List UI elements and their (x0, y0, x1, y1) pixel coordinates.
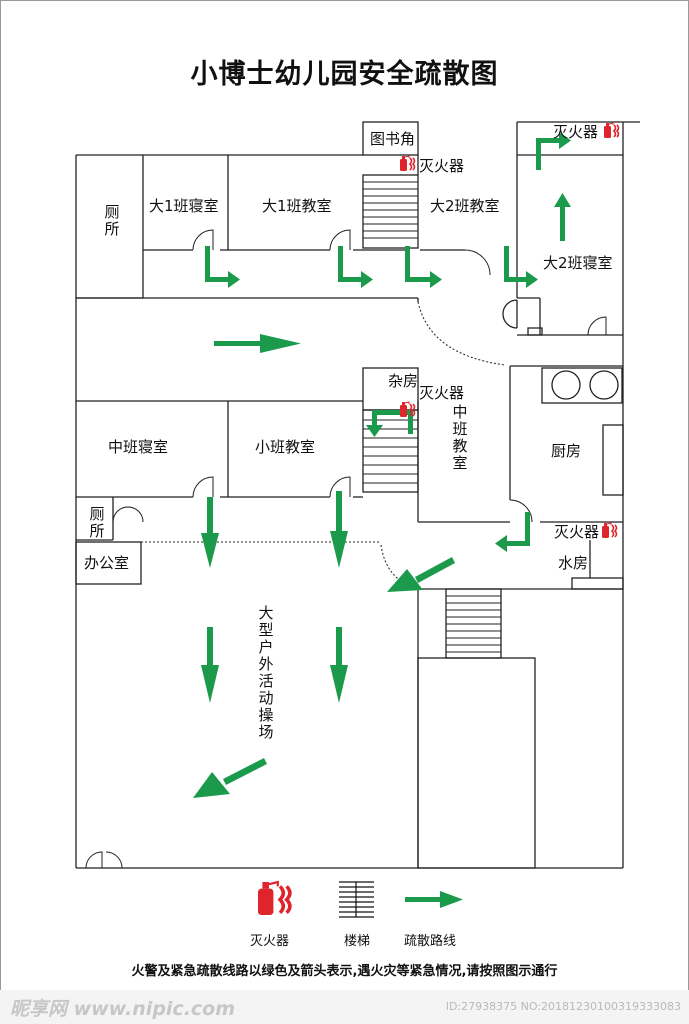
route-arrow (338, 246, 373, 288)
extinguisher-label: 灭火器 (419, 384, 465, 402)
route-arrow (536, 132, 571, 170)
route-arrow (201, 497, 219, 568)
room-label-office: 办公室 (84, 554, 130, 572)
legend-extinguisher-icon (256, 880, 292, 917)
room-label-playground: 大型户外活动操场 (258, 604, 274, 741)
notice-text: 火警及紧急疏散线路以绿色及箭头表示,遇火灾等紧急情况,请按照图示通行 (131, 964, 558, 979)
route-arrow (554, 193, 571, 241)
route-arrow (330, 627, 348, 703)
legend-label-route: 疏散路线 (404, 934, 457, 949)
route-arrow (330, 491, 348, 568)
route-arrow (193, 758, 267, 798)
room-label-small-classroom: 小班教室 (255, 438, 316, 456)
watermark-bar: 昵享网 www.nipic.com ID:27938375 NO:2018123… (0, 990, 689, 1024)
legend-label-extinguisher: 灭火器 (250, 934, 290, 949)
room-label-kitchen: 厨房 (551, 442, 582, 460)
legend-label-stairs: 楼梯 (344, 934, 371, 949)
room-label-library: 图书角 (370, 130, 416, 148)
route-arrow (504, 246, 538, 288)
extinguisher-label: 灭火器 (419, 157, 465, 175)
room-label-storage: 杂房 (388, 372, 419, 390)
route-arrow (214, 334, 301, 353)
room-label-water-room: 水房 (558, 554, 589, 572)
route-arrow (405, 246, 442, 288)
route-arrow (387, 557, 455, 592)
extinguisher-label: 灭火器 (554, 523, 600, 541)
fire-extinguisher-icon (603, 122, 620, 139)
legend-route-arrow-icon (405, 891, 463, 908)
room-label-big1-classroom: 大1班教室 (262, 197, 332, 215)
page-title: 小博士幼儿园安全疏散图 (190, 59, 499, 90)
watermark-id: ID:27938375 NO:20181230100319333083 (445, 1000, 681, 1013)
room-label-middle-classroom: 中班教室 (452, 403, 468, 472)
fire-extinguisher-icon (601, 522, 618, 539)
fire-extinguisher-icon (399, 155, 416, 172)
room-label-big2-classroom: 大2班教室 (430, 197, 500, 215)
room-label-middle-bedroom: 中班寝室 (108, 438, 169, 456)
route-arrow (495, 512, 530, 552)
room-label-toilet-bottom: 厕所 (89, 505, 105, 540)
route-arrow (366, 410, 413, 437)
room-label-toilet-top: 厕所 (104, 203, 120, 238)
watermark-logo: 昵享网 www.nipic.com (10, 998, 236, 1020)
legend-stairs-icon (339, 881, 374, 918)
extinguisher-label: 灭火器 (553, 123, 599, 141)
route-arrow (201, 627, 219, 703)
room-label-big2-bedroom: 大2班寝室 (543, 254, 613, 272)
route-arrow (205, 246, 240, 288)
room-label-big1-bedroom: 大1班寝室 (149, 197, 219, 215)
